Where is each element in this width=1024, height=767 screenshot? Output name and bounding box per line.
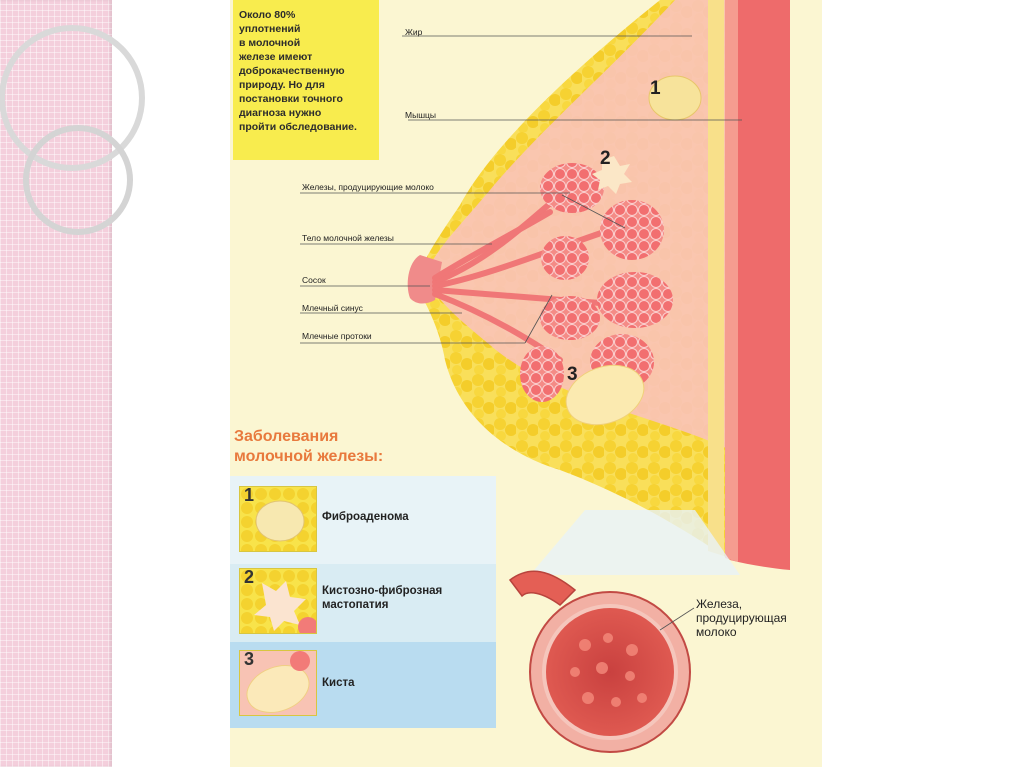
thumb-mastopathy: 2 bbox=[239, 568, 317, 634]
gland-inset-label: Железа, продуцирующая молоко bbox=[696, 597, 787, 639]
info-note: Около 80% уплотнений в молочной железе и… bbox=[233, 0, 379, 160]
diseases-title: Заболевания молочной железы: bbox=[234, 427, 383, 467]
marker-1: 1 bbox=[650, 78, 661, 100]
label-fat: Жир bbox=[405, 27, 422, 37]
marker-2: 2 bbox=[600, 148, 611, 170]
disease-label: Киста bbox=[322, 676, 355, 690]
disease-label: Кистозно-фиброзная мастопатия bbox=[322, 584, 442, 612]
label-body: Тело молочной железы bbox=[302, 233, 394, 243]
thumb-number: 2 bbox=[244, 568, 254, 588]
disease-row-fibroadenoma: 1 Фиброаденома bbox=[230, 478, 496, 558]
label-sinus: Млечный синус bbox=[302, 303, 363, 313]
label-muscles: Мышцы bbox=[405, 110, 436, 120]
label-glands: Железы, продуцирующие молоко bbox=[302, 182, 434, 192]
gland-cross-section bbox=[510, 571, 694, 752]
thumb-number: 3 bbox=[244, 650, 254, 670]
pectoral-muscle bbox=[730, 0, 790, 570]
disease-label: Фиброаденома bbox=[322, 510, 409, 524]
disease-row-mastopathy: 2 Кистозно-фиброзная мастопатия bbox=[230, 560, 496, 640]
label-ducts: Млечные протоки bbox=[302, 331, 372, 341]
poster: Около 80% уплотнений в молочной железе и… bbox=[230, 0, 822, 767]
label-nipple: Сосок bbox=[302, 275, 326, 285]
thumb-fibroadenoma: 1 bbox=[239, 486, 317, 552]
info-note-text: Около 80% уплотнений в молочной железе и… bbox=[239, 8, 379, 134]
thumb-number: 1 bbox=[244, 486, 254, 506]
decorative-rings bbox=[0, 0, 200, 260]
thumb-cyst: 3 bbox=[239, 650, 317, 716]
disease-row-cyst: 3 Киста bbox=[230, 642, 496, 722]
marker-3: 3 bbox=[567, 364, 578, 386]
